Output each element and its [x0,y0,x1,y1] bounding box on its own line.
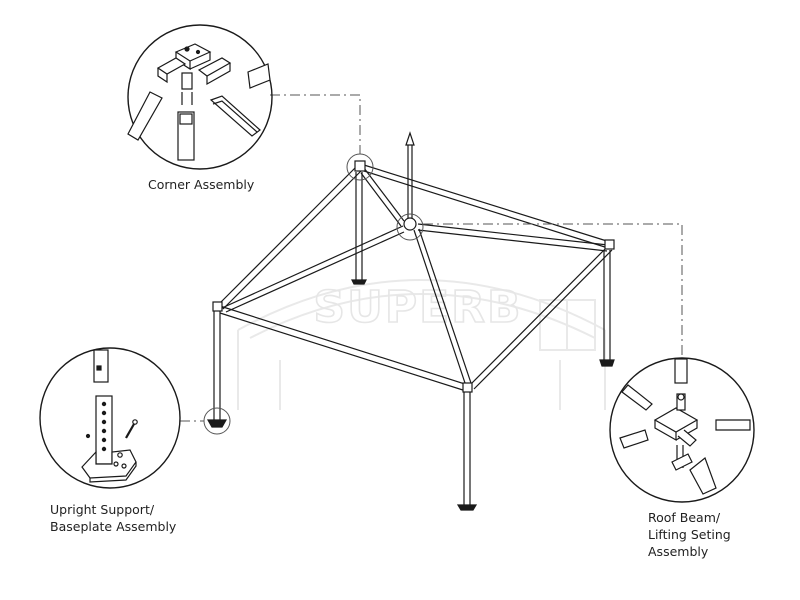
detail-baseplate-assembly [39,347,181,489]
detail-circle-corner [127,24,273,170]
corner-cap-back-left [354,160,366,172]
detail-roof-beam-assembly [609,357,755,503]
leader-corner [270,94,361,154]
detail-corner-assembly [127,24,273,170]
leader-lines [180,94,683,422]
detail-circle-baseplate [39,347,181,489]
leader-roof-beam [423,223,683,358]
rafter-back-left [363,167,405,222]
eave-beam-left [217,164,359,306]
peak-finial [405,131,415,146]
corner-cap-front-left [212,301,223,312]
label-corner-assembly: Corner Assembly [148,177,255,192]
tent-frame [206,131,615,511]
label-upright-line2: Baseplate Assembly [50,519,177,534]
rafter-front-left [221,225,404,309]
label-roof-line2: Lifting Seting [648,527,731,542]
eave-beam-front [219,305,469,386]
label-upright-line1: Upright Support/ [50,502,155,517]
corner-cap-front-right [462,382,473,393]
rafter-front-right [413,229,467,387]
center-hub [403,217,417,231]
rafter-back-right [417,223,609,246]
detail-circle-roof-beam [609,357,755,503]
eave-beam-right [469,243,611,386]
label-roof-line1: Roof Beam/ [648,510,721,525]
marker-roof-beam [396,213,424,241]
watermark-text: SUPERB [313,282,522,333]
label-roof-line3: Assembly [648,544,709,559]
corner-cap-back-right [604,239,615,250]
eave-beam-back [363,164,611,243]
